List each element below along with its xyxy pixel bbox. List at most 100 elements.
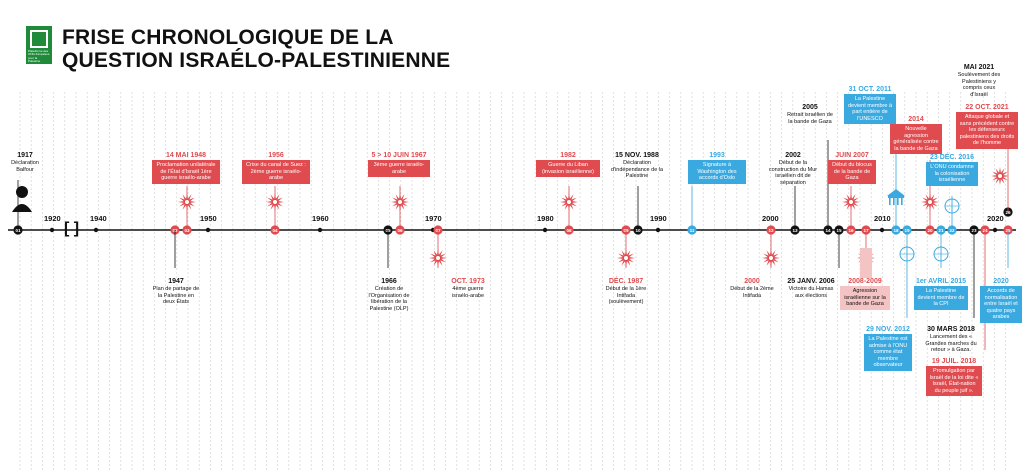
year-label: 1960 [312, 214, 329, 223]
unesco-icon-column [889, 198, 891, 205]
event-1993: 1993 Signature à Washington des accords … [688, 152, 746, 184]
unesco-icon-column [897, 198, 899, 205]
year-label: 1970 [425, 214, 442, 223]
event-date: 15 NOV. 1988 [615, 152, 659, 159]
event-date: 2014 [908, 116, 924, 123]
event-date: 1947 [168, 278, 184, 285]
event-text: Lancement des « Grandes marches du retou… [925, 334, 977, 353]
conflict-burst-icon-core [398, 200, 402, 204]
conflict-burst-icon-core [567, 200, 571, 204]
event-2007: JUIN 2007 Début du blocus de la bande de… [828, 152, 876, 184]
event-text: Agression israélienne sur la bande de Ga… [840, 286, 890, 310]
event-2018-march: 30 MARS 2018 Lancement des « Grandes mar… [924, 326, 978, 354]
event-date: 1917 [17, 152, 33, 159]
conflict-burst-icon-core [769, 256, 773, 260]
event-1966: 1966 Création de l'Organisation de libér… [362, 278, 416, 312]
year-label: 1950 [200, 214, 217, 223]
event-1956: 1956 Crise du canal de Suez : 2ème guerr… [242, 152, 310, 184]
year-label: 1920 [44, 214, 61, 223]
portrait-icon [16, 186, 28, 198]
event-date: 1966 [381, 278, 397, 285]
event-date: 31 OCT. 2011 [848, 86, 892, 93]
event-text: Déclaration Balfour [11, 160, 39, 173]
conflict-burst-icon-core [624, 256, 628, 260]
event-text: Victoire du Hamas aux élections [788, 286, 834, 299]
time-gap-bracket: [ ] [64, 220, 80, 237]
event-2000: 2000 Début de la 2ème Intifada [730, 278, 774, 299]
event-2016: 23 DÉC. 2016 L'ONU condamne la colonisat… [926, 154, 978, 186]
event-text: Nouvelle agression généralisée contre la… [890, 124, 942, 154]
event-text: La Palestine est admise à l'ONU comme ét… [864, 334, 912, 371]
marker-number: 08 [566, 228, 572, 233]
marker-number: 22 [949, 228, 955, 233]
event-date: MAI 2021 [963, 64, 995, 71]
event-text: Début de la 2ème Intifada [730, 286, 774, 299]
conflict-burst-icon-core [273, 200, 277, 204]
event-text: Proclamation unilatérale de l'État d'Isr… [152, 160, 220, 184]
year-label: 1940 [90, 214, 107, 223]
event-2015: 1er AVRIL 2015 La Palestine devient memb… [914, 278, 968, 310]
event-text: 4ème guerre israélo-arabe [451, 286, 485, 299]
year-label: 2020 [987, 214, 1004, 223]
logo-text: Plateforme des ONG françaises pour la Pa… [28, 49, 50, 64]
year-label: 2010 [874, 214, 891, 223]
portrait-icon-body [12, 204, 32, 212]
event-2021-oct: 22 OCT. 2021 Attaque globale et sans pré… [956, 104, 1018, 149]
event-1973: OCT. 1973 4ème guerre israélo-arabe [446, 278, 490, 299]
event-date: 30 MARS 2018 [927, 326, 975, 333]
marker-number: 16 [848, 228, 854, 233]
event-date: 2005 [802, 104, 818, 111]
event-1982: 1982 Guerre du Liban (invasion israélien… [536, 152, 600, 177]
marker-number: 10 [635, 228, 641, 233]
marker-number: 06 [397, 228, 403, 233]
event-text: 3ème guerre israélo-arabe [368, 160, 430, 177]
year-label: 1990 [650, 214, 667, 223]
event-2005: 2005 Retrait israélien de la bande de Ga… [786, 104, 834, 125]
event-text: Guerre du Liban (invasion israélienne) [536, 160, 600, 177]
conflict-burst-icon-core [928, 200, 932, 204]
event-date: 5 > 10 JUIN 1967 [371, 152, 427, 159]
event-text: La Palestine devient membre de la CPI [914, 286, 968, 310]
event-1967: 5 > 10 JUIN 1967 3ème guerre israélo-ara… [368, 152, 430, 177]
event-1947: 1947 Plan de partage de la Palestine en … [152, 278, 200, 306]
event-text: L'ONU condamne la colonisation israélien… [926, 162, 978, 186]
year-label: 2000 [762, 214, 779, 223]
event-text: La Palestine devient membre à part entiè… [844, 94, 896, 124]
event-text: Début de la construction du Mur israélie… [768, 160, 818, 186]
conflict-burst-icon-core [185, 200, 189, 204]
event-text: Attaque globale et sans précédent contre… [956, 112, 1018, 149]
event-text: Signature à Washington des accords d'Osl… [688, 160, 746, 184]
event-date: 25 JANV. 2006 [787, 278, 835, 285]
marker-number: 26 [1005, 210, 1011, 215]
decade-tick [93, 227, 99, 233]
unesco-icon-column [901, 198, 903, 205]
event-text: Retrait israélien de la bande de Gaza [787, 112, 833, 125]
year-label: 1980 [537, 214, 554, 223]
decade-tick [992, 227, 998, 233]
event-1988: 15 NOV. 1988 Déclaration d'indépendance … [606, 152, 668, 180]
marker-number: 13 [792, 228, 798, 233]
event-date: 1993 [709, 152, 725, 159]
event-text: Promulgation par Israël de la loi dite «… [926, 366, 982, 396]
event-date: 22 OCT. 2021 [965, 104, 1009, 111]
event-text: Déclaration d'indépendance de la Palesti… [610, 160, 664, 179]
event-text: Accords de normalisation entre Israël et… [980, 286, 1022, 323]
title-line-1: FRISE CHRONOLOGIQUE DE LA [62, 26, 394, 49]
event-1948: 14 MAI 1948 Proclamation unilatérale de … [152, 152, 220, 184]
period-highlight [860, 248, 872, 278]
marker-number: 03 [184, 228, 190, 233]
conflict-burst-icon-core [998, 174, 1002, 178]
event-2008: 2008-2009 Agression israélienne sur la b… [840, 278, 890, 310]
decade-tick [655, 227, 661, 233]
logo-mark [30, 30, 48, 48]
event-date: 14 MAI 1948 [165, 152, 207, 159]
unesco-icon-roof [887, 189, 905, 196]
event-date: 2000 [744, 278, 760, 285]
event-2014: 2014 Nouvelle agression généralisée cont… [890, 116, 942, 154]
event-date: OCT. 1973 [451, 278, 485, 285]
event-2011: 31 OCT. 2011 La Palestine devient membre… [844, 86, 896, 124]
event-date: 1er AVRIL 2015 [915, 278, 967, 285]
event-1917: 1917 Déclaration Balfour [8, 152, 42, 173]
event-date: 1956 [268, 152, 284, 159]
event-date: 2020 [993, 278, 1009, 285]
